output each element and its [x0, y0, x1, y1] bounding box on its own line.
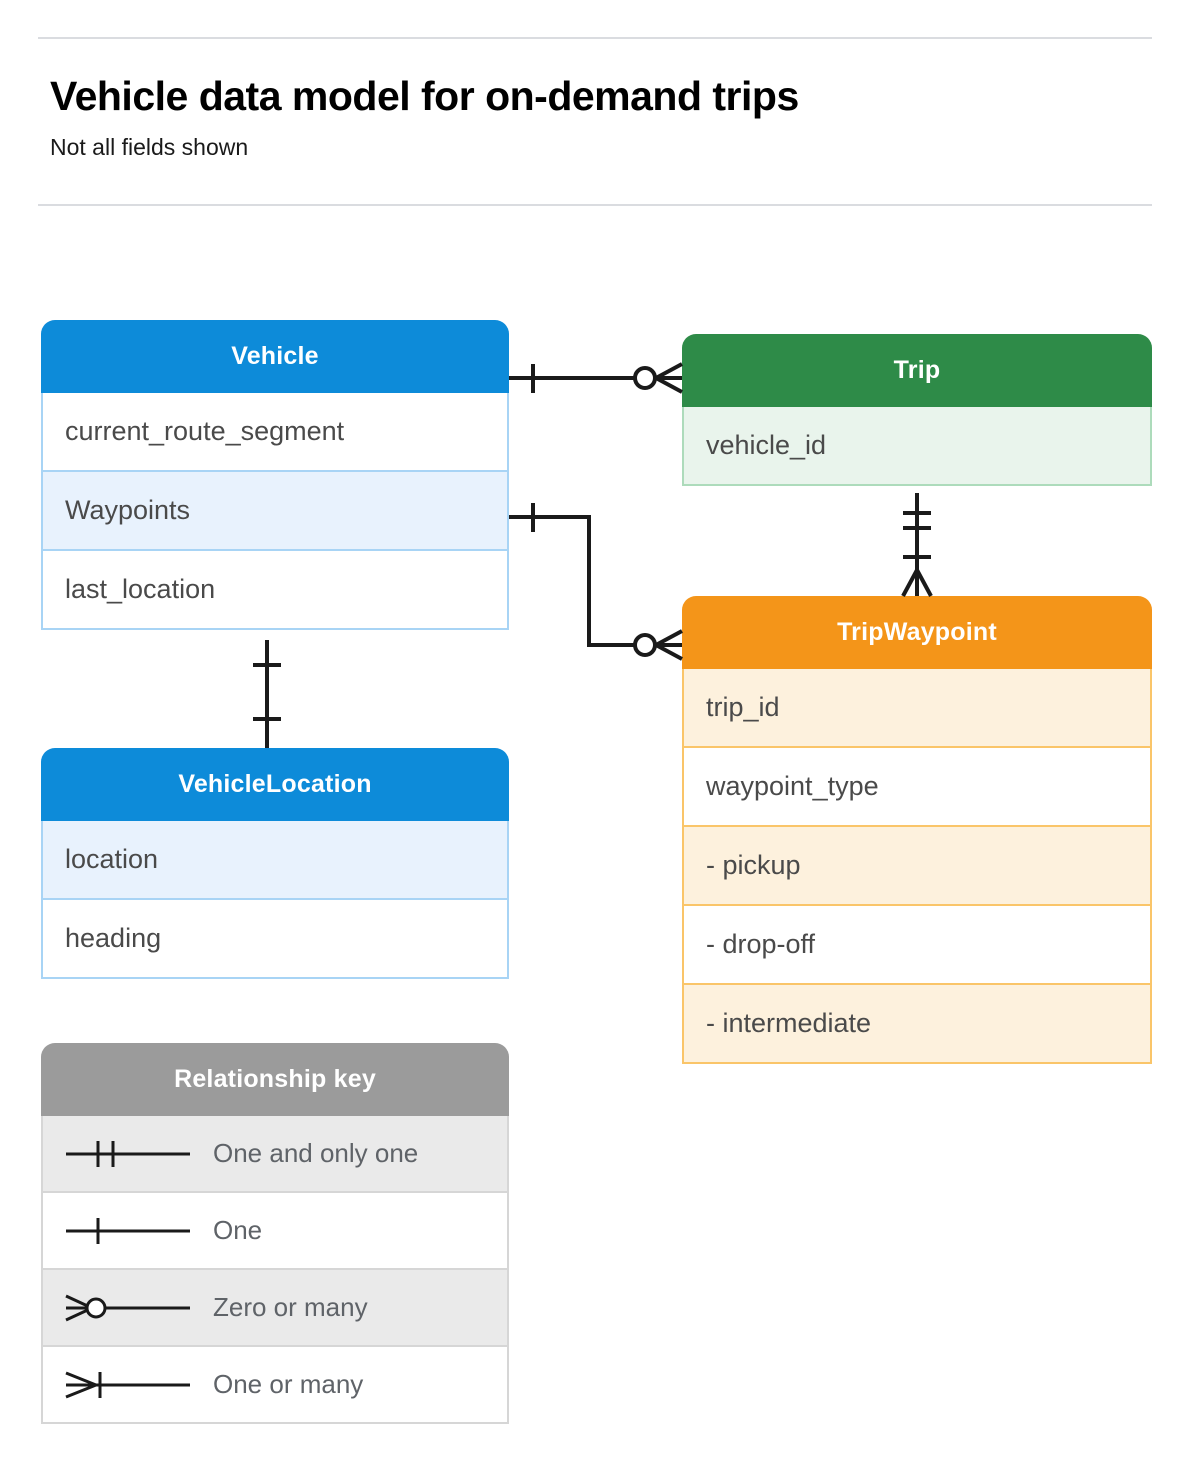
entity-vehiclelocation-title: VehicleLocation — [41, 748, 509, 821]
entity-vehicle-title: Vehicle — [41, 320, 509, 393]
legend-title: Relationship key — [41, 1043, 509, 1116]
entity-trip-fields: vehicle_id — [682, 407, 1152, 486]
one-icon — [43, 1211, 213, 1251]
connector-vehicle-trip — [509, 362, 683, 394]
legend-item-one[interactable]: One — [41, 1193, 509, 1270]
legend-item-label: One and only one — [213, 1138, 419, 1168]
field-row[interactable]: Waypoints — [41, 472, 509, 551]
connector-trip-tripwaypoint — [901, 493, 933, 597]
one-or-many-icon — [43, 1365, 213, 1405]
field-row[interactable]: vehicle_id — [682, 407, 1152, 486]
legend-item-zero-or-many[interactable]: Zero or many — [41, 1270, 509, 1347]
entity-vehiclelocation[interactable]: VehicleLocation location heading — [41, 748, 509, 979]
legend-item-label: One — [213, 1215, 263, 1245]
connector-waypoints-tripwaypoint — [509, 503, 683, 661]
entity-vehicle[interactable]: Vehicle current_route_segment Waypoints … — [41, 320, 509, 630]
header-divider — [38, 204, 1152, 206]
entity-trip[interactable]: Trip vehicle_id — [682, 334, 1152, 486]
zero-or-many-icon — [43, 1288, 213, 1328]
entity-tripwaypoint[interactable]: TripWaypoint trip_id waypoint_type - pic… — [682, 596, 1152, 1064]
entity-tripwaypoint-fields: trip_id waypoint_type - pickup - drop-of… — [682, 669, 1152, 1064]
entity-trip-title: Trip — [682, 334, 1152, 407]
top-divider — [38, 37, 1152, 39]
connector-vehicle-vehiclelocation — [253, 640, 281, 748]
legend-item-one-or-many[interactable]: One or many — [41, 1347, 509, 1424]
one-and-only-one-icon — [43, 1134, 213, 1174]
field-row[interactable]: trip_id — [682, 669, 1152, 748]
field-row[interactable]: - drop-off — [682, 906, 1152, 985]
legend-item-one-and-only-one[interactable]: One and only one — [41, 1116, 509, 1193]
field-row[interactable]: - intermediate — [682, 985, 1152, 1064]
legend-item-label: One or many — [213, 1369, 364, 1399]
field-row[interactable]: current_route_segment — [41, 393, 509, 472]
field-row[interactable]: last_location — [41, 551, 509, 630]
field-row[interactable]: waypoint_type — [682, 748, 1152, 827]
legend-relationship-key[interactable]: Relationship key One and only one One — [41, 1043, 509, 1424]
field-row[interactable]: - pickup — [682, 827, 1152, 906]
entity-tripwaypoint-title: TripWaypoint — [682, 596, 1152, 669]
legend-item-label: Zero or many — [213, 1292, 368, 1322]
field-row[interactable]: heading — [41, 900, 509, 979]
page-subtitle: Not all fields shown — [50, 134, 249, 160]
entity-vehiclelocation-fields: location heading — [41, 821, 509, 979]
page-title: Vehicle data model for on-demand trips — [50, 73, 799, 119]
field-row[interactable]: location — [41, 821, 509, 900]
entity-vehicle-fields: current_route_segment Waypoints last_loc… — [41, 393, 509, 630]
